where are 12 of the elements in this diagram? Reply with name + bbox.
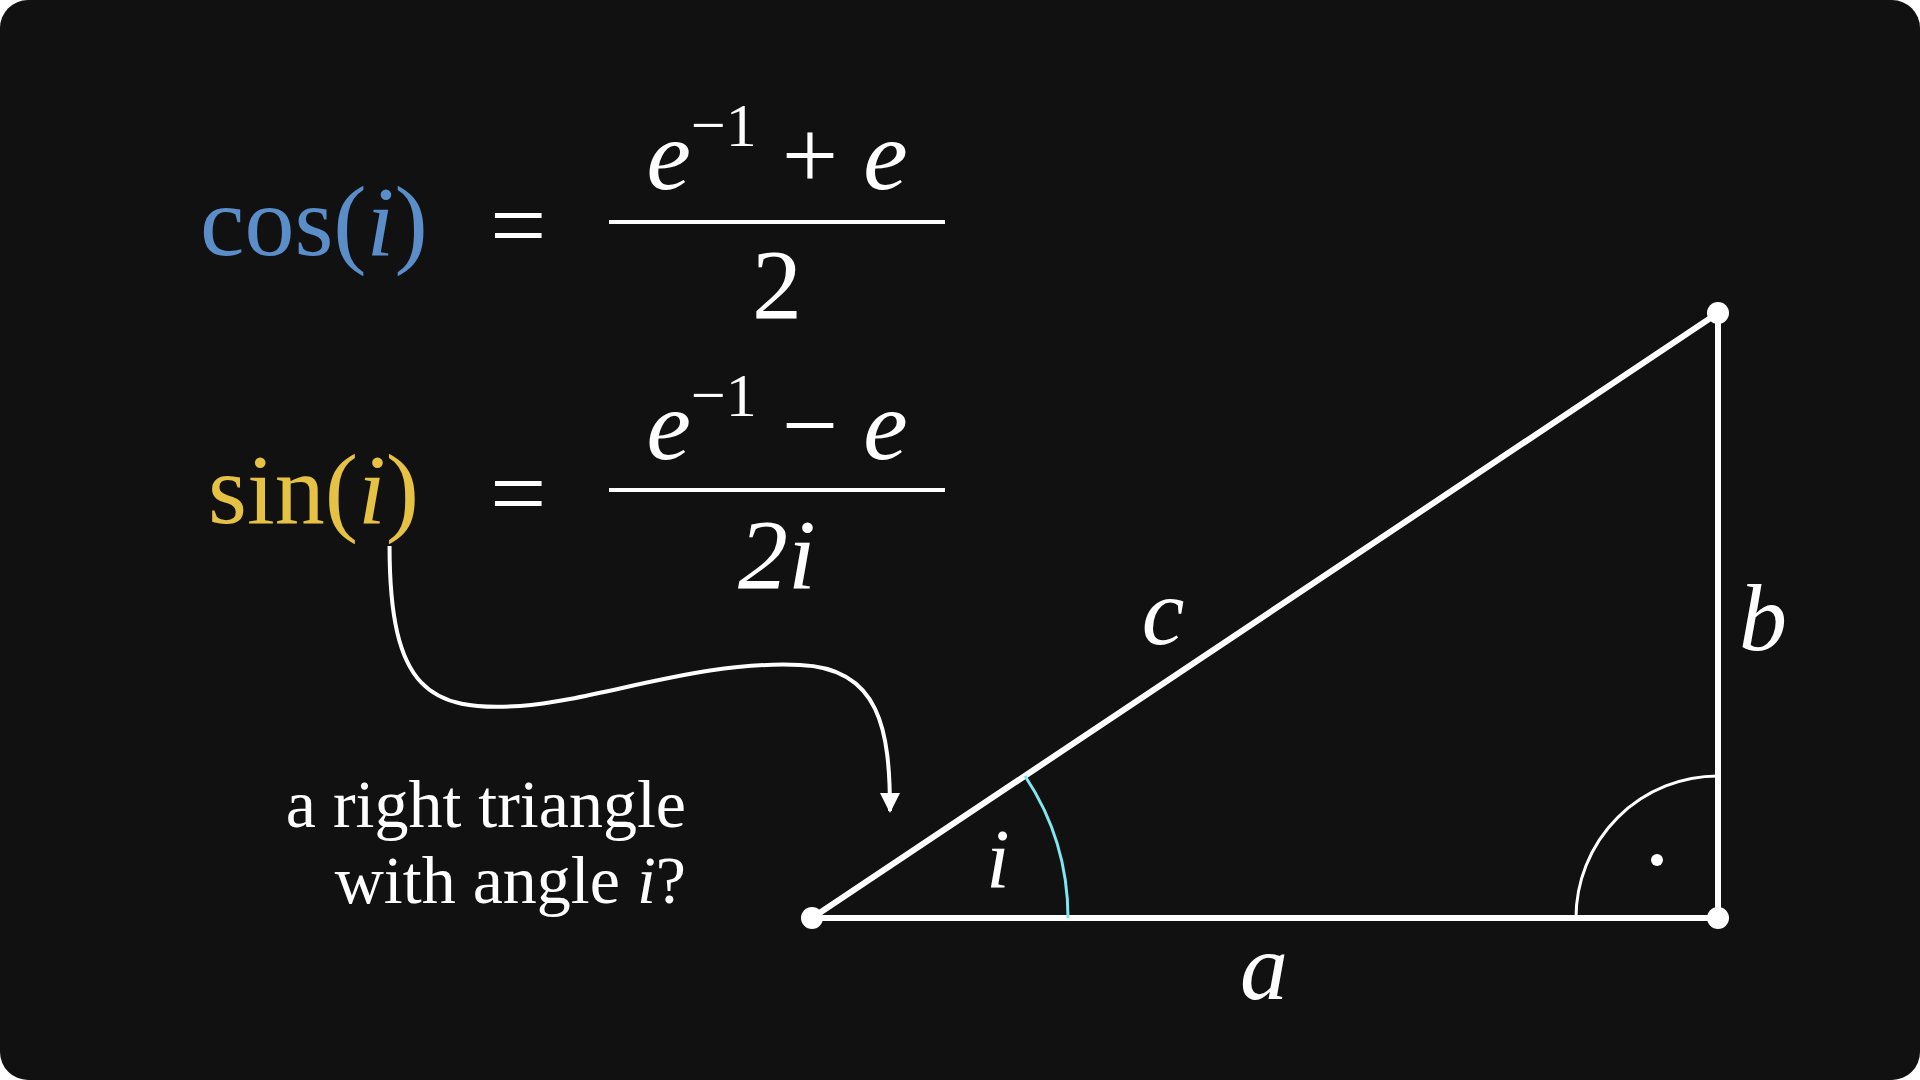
- equals-sign: =: [490, 444, 547, 544]
- fraction-denominator: 2: [752, 235, 802, 335]
- angle-label: i: [986, 818, 1010, 902]
- side-label: b: [1739, 570, 1787, 666]
- curved-arrow: [387, 545, 900, 813]
- side-label: c: [1141, 564, 1185, 660]
- equals-sign: =: [490, 176, 547, 276]
- fraction-denominator: 2i: [738, 505, 816, 605]
- question-text: a right triangle with angle i?: [284, 765, 686, 919]
- fraction-numerator: e$^{−1}$ − e: [646, 363, 908, 477]
- side-label: a: [1240, 919, 1288, 1015]
- fraction-numerator: e$^{−1}$ + e: [646, 93, 908, 207]
